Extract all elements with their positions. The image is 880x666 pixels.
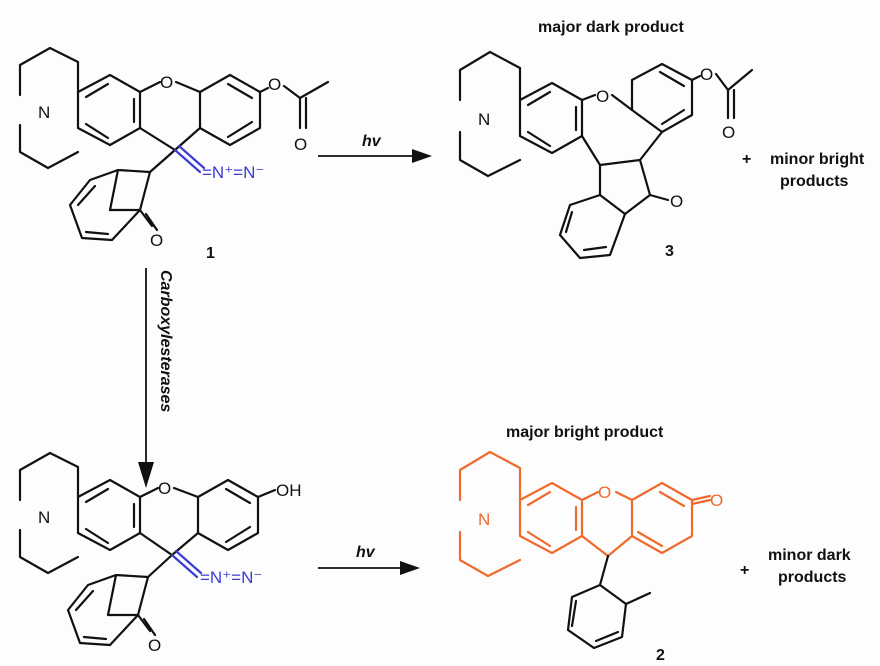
compound-1-structure (18, 46, 330, 242)
compound-3-structure (458, 50, 754, 260)
atom-o: O (148, 636, 161, 655)
diazo-group: =N⁺=N⁻ (200, 568, 262, 587)
arrow-hv-bottom (318, 561, 420, 575)
atom-n: N (478, 510, 490, 529)
atom-o: O (596, 87, 609, 106)
atom-o: O (598, 483, 611, 502)
compound-deacetylated-atoms: N O OH O =N⁺=N⁻ (38, 479, 302, 655)
label-minor-bright-1: minor bright (770, 151, 865, 168)
label-carboxylesterases: Carboxylesterases (157, 270, 174, 412)
atom-o: O (150, 231, 163, 250)
compound-2-atoms: N O O (478, 483, 723, 529)
atom-n: N (38, 508, 50, 527)
compound-deacetylated-structure (18, 451, 277, 647)
arrow-carboxylesterases (138, 268, 154, 488)
atom-o: O (700, 65, 713, 84)
label-major-dark-product: major dark product (538, 19, 684, 36)
atom-n: N (38, 103, 50, 122)
arrow-hv-top (318, 149, 432, 163)
plus-sign-bottom: + (740, 562, 749, 579)
label-major-bright-product: major bright product (506, 424, 664, 441)
atom-o: O (294, 135, 307, 154)
diazo-group: =N⁺=N⁻ (202, 163, 264, 182)
atom-o: O (722, 123, 735, 142)
compound-number-1: 1 (206, 245, 215, 262)
compound-1-atoms: N O O O O =N⁺=N⁻ (38, 73, 307, 250)
atom-o: O (670, 192, 683, 211)
atom-o: O (268, 75, 281, 94)
compound-2-structure (458, 450, 712, 578)
label-minor-dark-1: minor dark (768, 547, 851, 564)
compound-3-atoms: N O O O O (478, 65, 735, 211)
compound-number-3: 3 (665, 243, 674, 260)
compound-number-2: 2 (656, 647, 665, 664)
compound-2-tolyl (566, 554, 652, 650)
atom-o: O (158, 479, 171, 498)
atom-oh: OH (276, 481, 302, 500)
atom-n: N (478, 110, 490, 129)
atom-o: O (710, 491, 723, 510)
atom-o: O (160, 73, 173, 92)
label-minor-bright-2: products (780, 173, 849, 190)
label-hv-top: hv (362, 133, 382, 150)
label-minor-dark-2: products (778, 569, 847, 586)
label-hv-bottom: hv (356, 544, 376, 561)
plus-sign-top: + (742, 151, 751, 168)
